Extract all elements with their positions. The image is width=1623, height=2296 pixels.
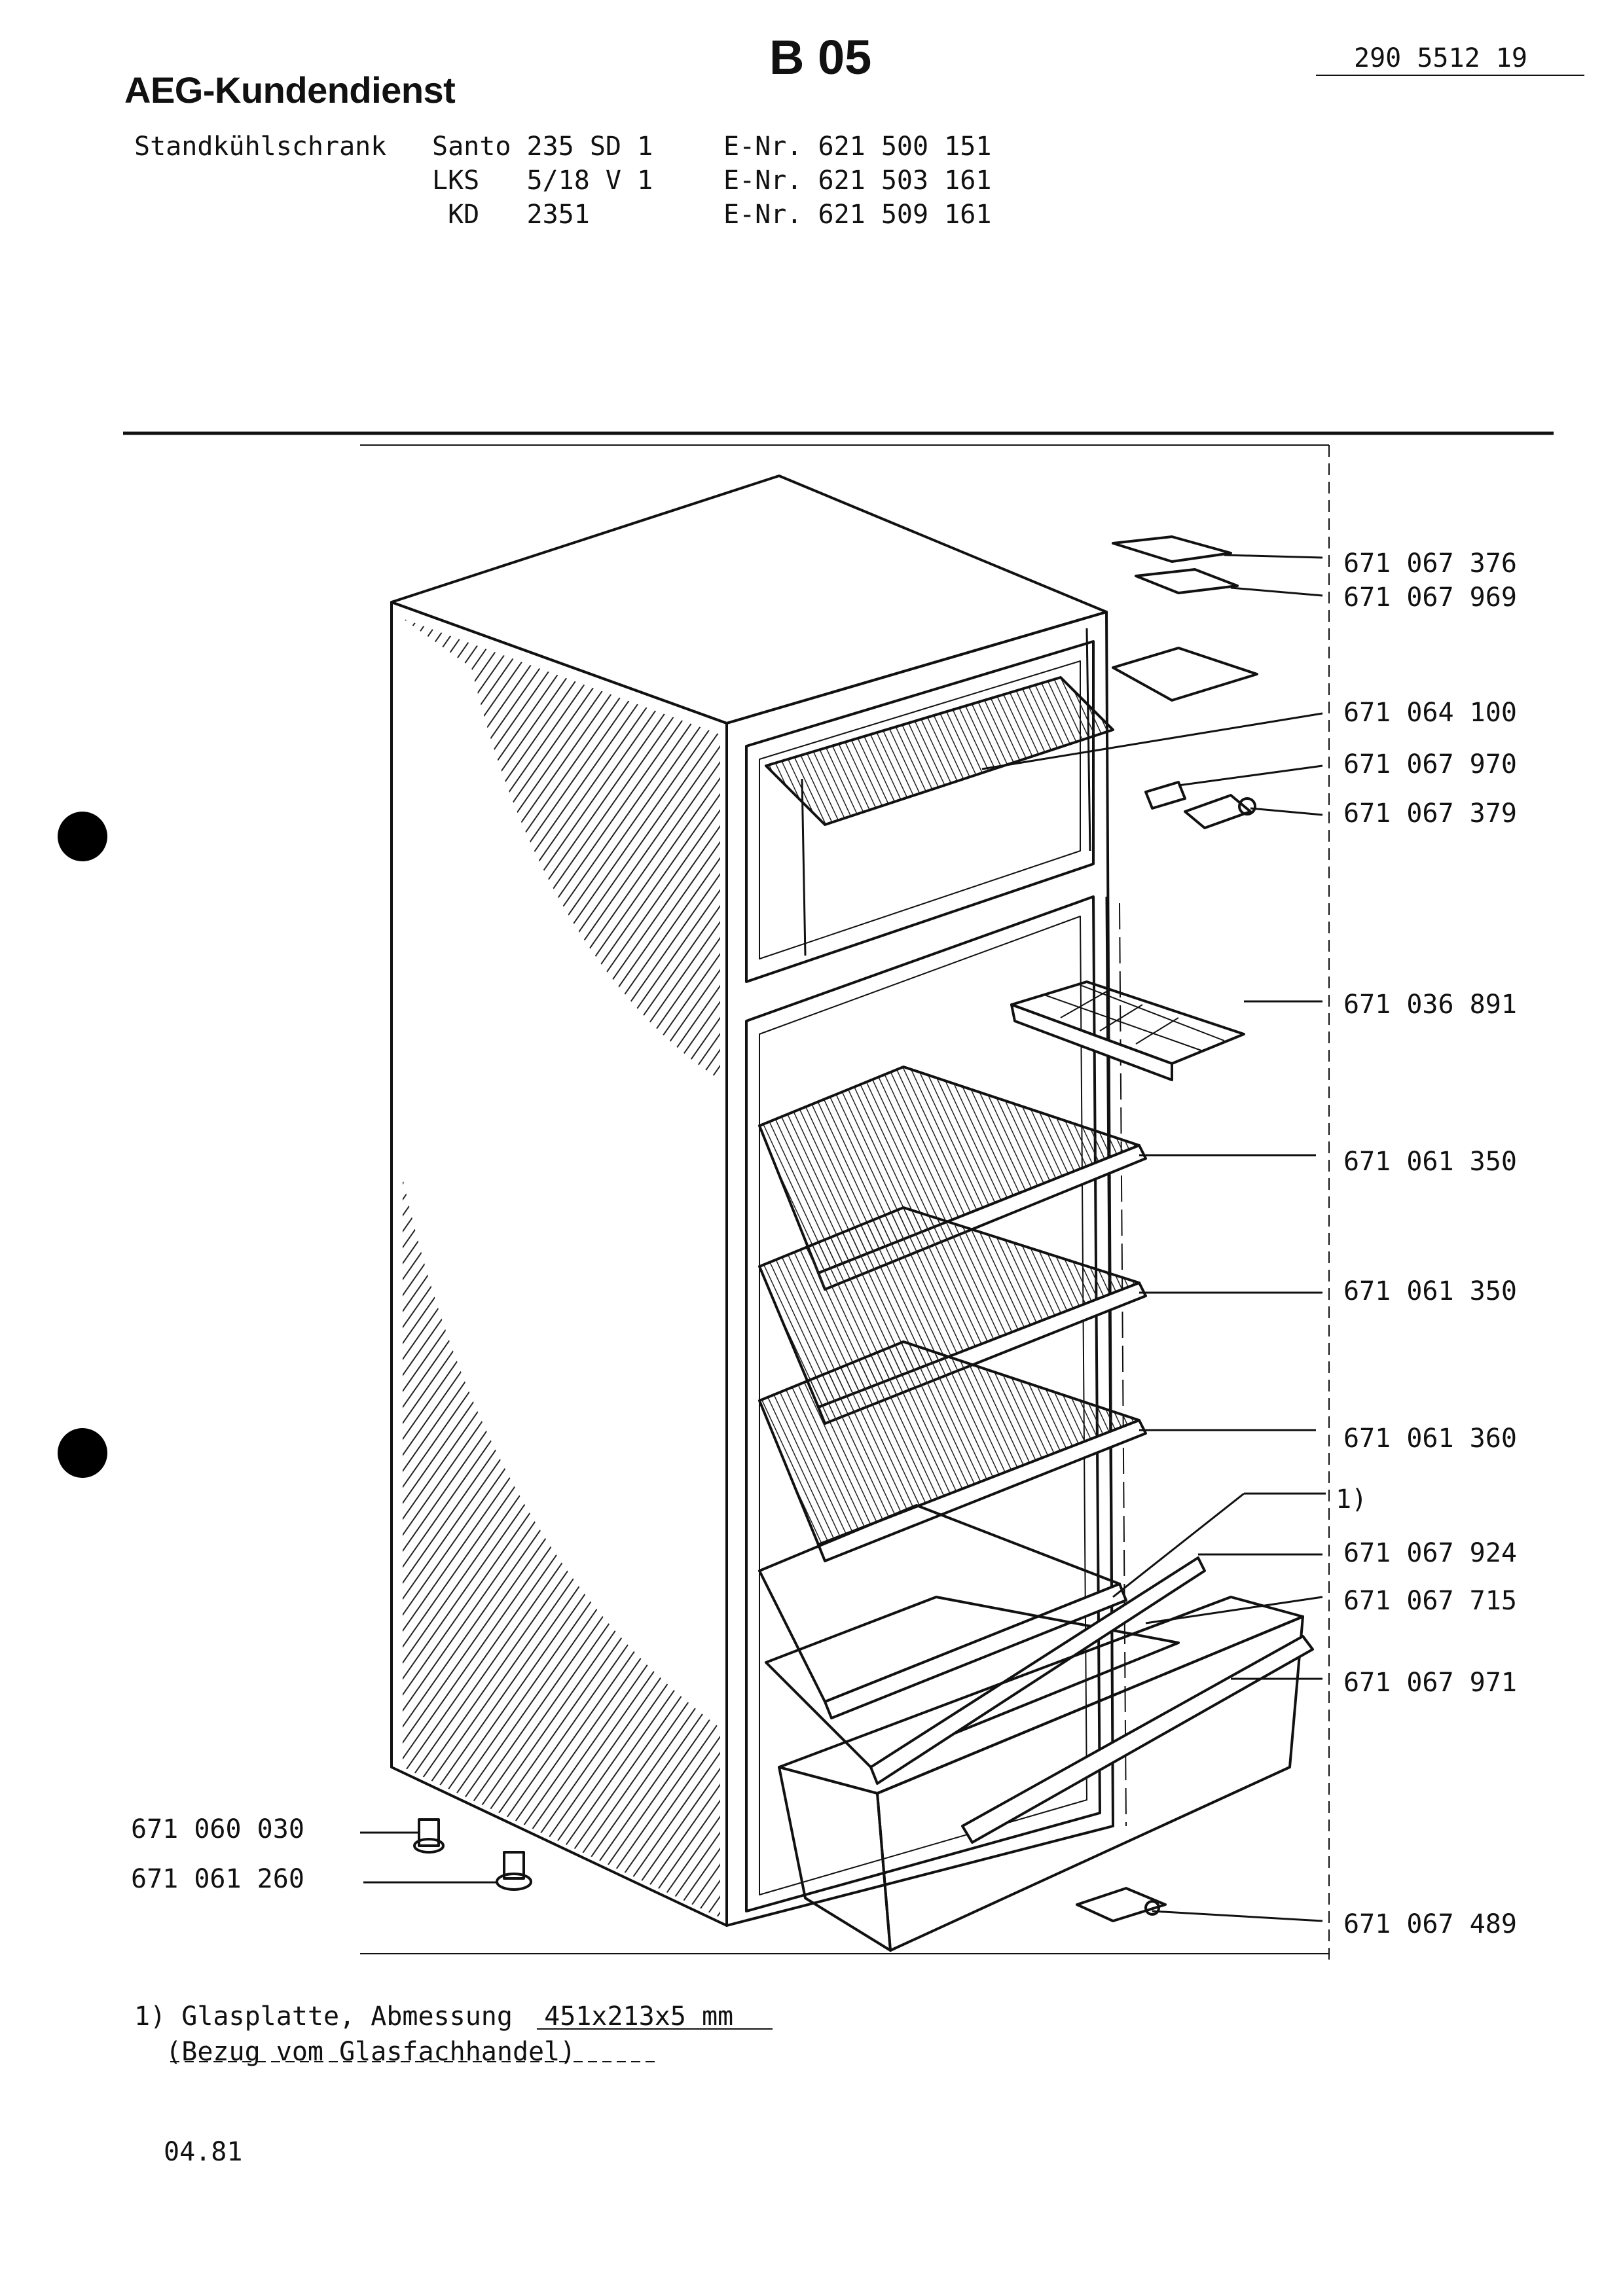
part-number: 671 067 969 bbox=[1343, 583, 1517, 613]
leader-line bbox=[1152, 1910, 1323, 1922]
crisper-drawer-front bbox=[778, 1766, 892, 1952]
model-enr: E-Nr. 621 500 151 bbox=[723, 132, 992, 162]
model-name: KD 2351 bbox=[432, 200, 590, 230]
side-shading-upper bbox=[403, 619, 720, 1080]
side-shading-lower bbox=[403, 1178, 720, 1918]
leader-line bbox=[1145, 1596, 1323, 1624]
crisper-cover bbox=[765, 1596, 1180, 1768]
footnote-line-2: (Bezug vom Glasfachhandel) bbox=[134, 2037, 576, 2067]
bottom-bracket bbox=[1076, 1887, 1167, 1922]
part-number: 671 067 489 bbox=[1343, 1909, 1517, 1939]
model-enr: E-Nr. 621 509 161 bbox=[723, 200, 992, 230]
adjustable-foot-2 bbox=[496, 1851, 532, 1891]
leader-line bbox=[1178, 764, 1323, 787]
adjustable-foot-1 bbox=[413, 1818, 445, 1854]
model-enr: E-Nr. 621 503 161 bbox=[723, 166, 992, 196]
document-date: 04.81 bbox=[164, 2137, 243, 2167]
part-number: 671 067 971 bbox=[1343, 1668, 1517, 1698]
model-name: LKS 5/18 V 1 bbox=[432, 166, 653, 196]
freezer-grid-shelf bbox=[765, 676, 1114, 826]
punch-hole bbox=[58, 812, 107, 861]
crisper-drawer-side bbox=[876, 1615, 1304, 1952]
leader-line bbox=[1230, 586, 1323, 597]
part-number: 671 067 379 bbox=[1343, 798, 1517, 829]
hinge-plate-1 bbox=[1112, 535, 1232, 563]
part-number: 671 060 030 bbox=[131, 1814, 304, 1844]
part-number: 671 067 715 bbox=[1343, 1586, 1517, 1616]
part-number: 671 036 891 bbox=[1343, 990, 1517, 1020]
leader-line bbox=[1112, 1492, 1245, 1598]
hinge-bracket bbox=[1144, 781, 1186, 810]
footnote-line-1: 1) Glasplatte, Abmessung 451x213x5 mm bbox=[134, 2001, 734, 2032]
leader-line bbox=[1250, 807, 1323, 816]
sheet-number: B 05 bbox=[769, 30, 872, 84]
leader-line bbox=[981, 712, 1323, 770]
punch-hole bbox=[58, 1428, 107, 1478]
hinge-plate-2 bbox=[1135, 568, 1239, 594]
fridge-compartment bbox=[745, 895, 1101, 1912]
part-number: 671 061 360 bbox=[1343, 1424, 1517, 1454]
part-number: 671 067 924 bbox=[1343, 1538, 1517, 1568]
model-name: Santo 235 SD 1 bbox=[432, 132, 653, 162]
brand-title: AEG-Kundendienst bbox=[124, 69, 456, 111]
part-number: 671 067 970 bbox=[1343, 749, 1517, 780]
leader-line bbox=[1224, 554, 1323, 559]
footnote-reference: 1) bbox=[1336, 1484, 1368, 1515]
document-number: 290 5512 19 bbox=[1354, 43, 1527, 73]
part-number: 671 061 350 bbox=[1343, 1276, 1517, 1306]
part-number: 671 067 376 bbox=[1343, 548, 1517, 579]
freezer-compartment bbox=[745, 640, 1095, 983]
device-type: Standkühlschrank bbox=[134, 132, 387, 162]
part-number: 671 061 260 bbox=[131, 1864, 304, 1894]
part-number: 671 061 350 bbox=[1343, 1147, 1517, 1177]
part-number: 671 064 100 bbox=[1343, 698, 1517, 728]
freezer-flap bbox=[1112, 647, 1258, 702]
hinge-pin-bracket bbox=[1184, 794, 1252, 829]
